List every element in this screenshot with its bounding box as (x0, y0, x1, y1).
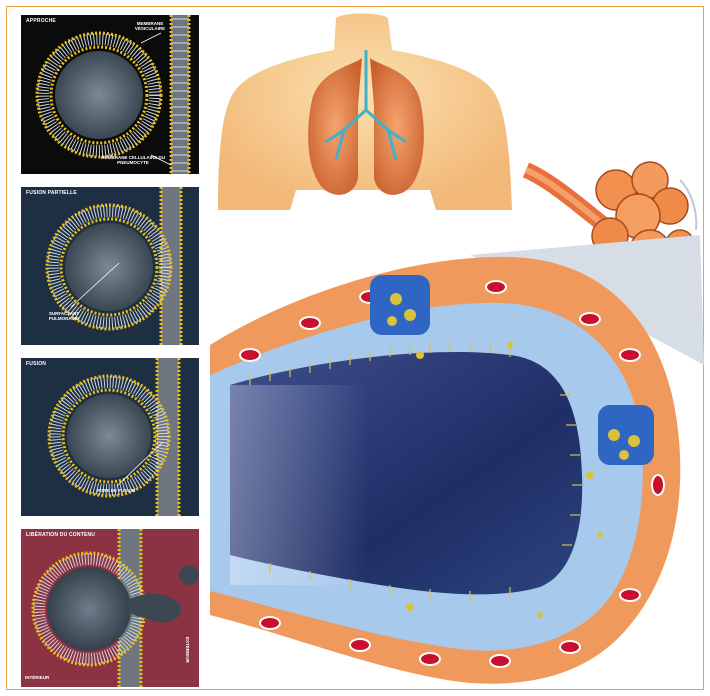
vesicle-fusion-illustration (21, 358, 200, 517)
label-exterior: EXTÉRIEUR (185, 637, 190, 663)
torso-lungs-illustration (216, 10, 516, 220)
pneumocyte-top (370, 275, 430, 335)
label-surfactant: SURFACTANT PULMONAIRE (39, 311, 89, 321)
panel-content-release: LIBÉRATION DU CONTENU INTÉRIEUR EXTÉRIEU… (20, 528, 200, 688)
label-fusion-pore: PORE DE FUSION (91, 488, 141, 493)
panel-partial-fusion: FUSION PARTIELLE SURFACTANT PULMONAIRE (20, 186, 200, 346)
panel-fusion: FUSION PORE DE FUSION (20, 357, 200, 517)
panel-title: LIBÉRATION DU CONTENU (26, 532, 95, 538)
panel-approach: APPROCHE MEMBRANE VÉSICULAIRE MEMBRANE C… (20, 14, 200, 175)
alveolus-section-illustration (210, 235, 704, 690)
label-cell-membrane: MEMBRANE CELLULAIRE DU PNEUMOCYTE (95, 155, 171, 165)
label-vesicle-membrane: MEMBRANE VÉSICULAIRE (125, 21, 175, 31)
vesicle-partial-fusion-illustration (21, 187, 200, 346)
panel-title: FUSION (26, 361, 46, 367)
panel-title: FUSION PARTIELLE (26, 190, 77, 196)
label-interior: INTÉRIEUR (25, 675, 65, 680)
pneumocyte-right (598, 405, 654, 465)
panel-title: APPROCHE (26, 18, 56, 24)
vesicle-approach-illustration (21, 15, 200, 175)
vesicle-release-illustration (21, 529, 200, 688)
